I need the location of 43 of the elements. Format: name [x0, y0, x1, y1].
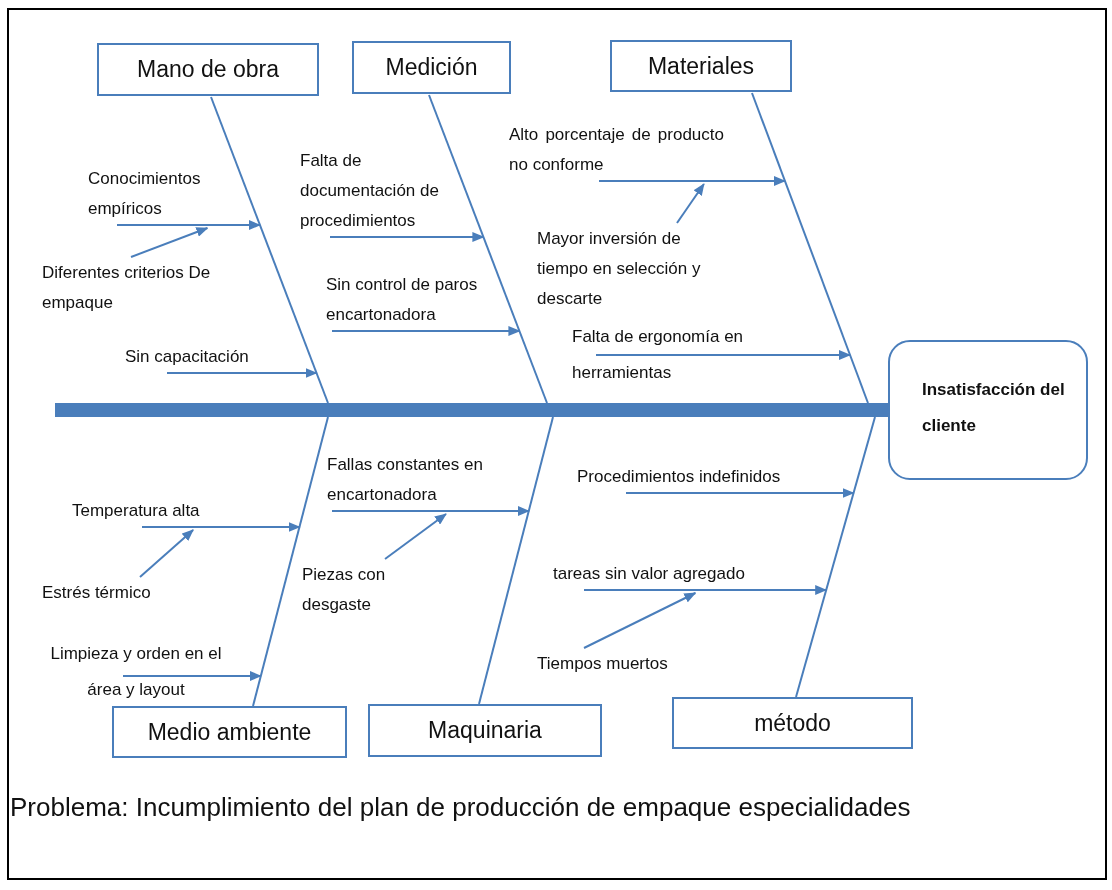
- arrow: [598, 176, 786, 186]
- problem-caption: Problema: Incumplimiento del plan de producción de empaque especialidades: [10, 792, 912, 822]
- cause-label: Fallas constantes en encartonadora: [327, 450, 497, 510]
- cause-label: Alto porcentaje de producto no conforme: [509, 120, 724, 180]
- arrow: [331, 506, 530, 516]
- cause-label: Mayor inversión de tiempo en selección y descarte: [537, 224, 717, 314]
- bone-line: [795, 416, 876, 698]
- arrow: [384, 513, 447, 560]
- cause-label: Tiempos muertos: [537, 649, 668, 679]
- category-box: Materiales: [610, 40, 792, 92]
- effect-box: Insatisfacción del cliente: [888, 340, 1088, 480]
- category-box: Maquinaria: [368, 704, 602, 757]
- cause-label: Procedimientos indefinidos: [577, 462, 781, 492]
- cause-label: Limpieza y orden en el área y layout: [46, 636, 226, 708]
- cause-label: Temperatura alta: [72, 496, 200, 526]
- cause-label: Falta de ergonomía en herramientas: [572, 319, 792, 391]
- arrow: [331, 326, 521, 336]
- cause-label: tareas sin valor agregado: [553, 559, 745, 589]
- cause-label: Conocimientos empíricos: [88, 164, 238, 224]
- category-box: Medición: [352, 41, 511, 94]
- arrow: [139, 529, 195, 578]
- arrow: [583, 592, 697, 649]
- arrow: [583, 585, 828, 595]
- arrow: [676, 183, 705, 224]
- arrow: [141, 522, 301, 532]
- spine-bar: [55, 403, 888, 417]
- arrow: [625, 488, 855, 498]
- cause-label: Piezas con desgaste: [302, 560, 414, 620]
- arrow: [122, 671, 262, 681]
- arrow: [595, 350, 851, 360]
- arrow: [166, 368, 318, 378]
- cause-label: Sin control de paros encartonadora: [326, 270, 504, 330]
- cause-label: Estrés térmico: [42, 578, 151, 608]
- arrow: [116, 220, 261, 230]
- category-box: Medio ambiente: [112, 706, 347, 758]
- cause-label: Falta de documentación de procedimientos: [300, 146, 470, 236]
- arrow: [130, 227, 209, 258]
- bone-line: [751, 92, 869, 404]
- category-box: método: [672, 697, 913, 749]
- cause-label: Sin capacitación: [125, 342, 249, 372]
- arrow: [329, 232, 485, 242]
- category-box: Mano de obra: [97, 43, 319, 96]
- cause-label: Diferentes criterios De empaque: [42, 258, 227, 318]
